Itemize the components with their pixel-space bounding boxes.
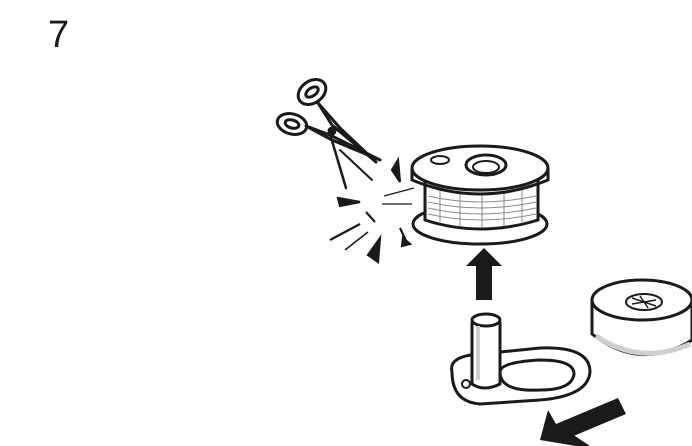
bobbin-winder-spindle-icon [452,314,590,404]
up-arrow-icon [466,248,502,300]
bobbin-winder-stopper-icon [592,280,692,355]
scissors-icon [275,74,380,188]
down-left-arrow-icon [540,398,626,446]
bobbin-icon [412,146,548,244]
